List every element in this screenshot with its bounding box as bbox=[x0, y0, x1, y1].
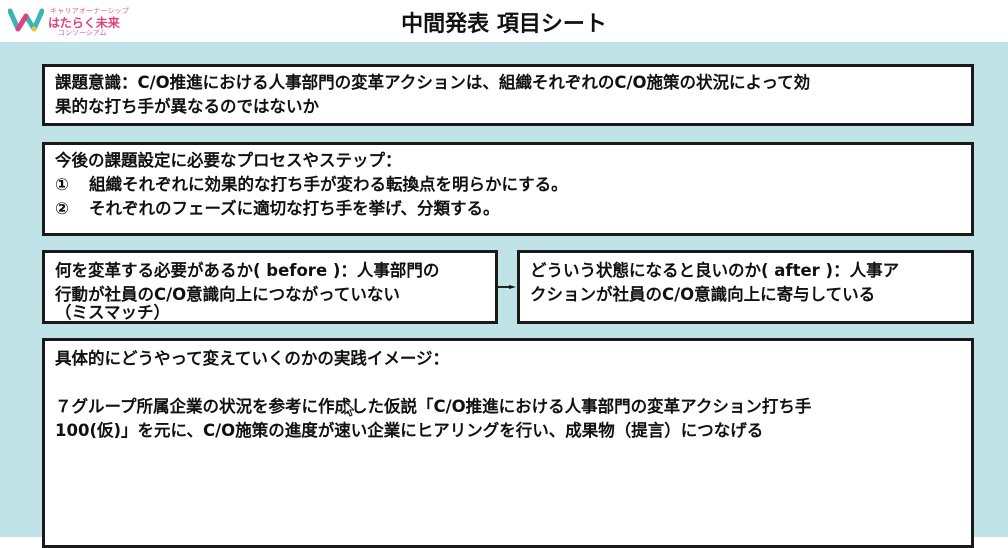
before-line-1: 何を変革する必要があるか( before )：人事部門の bbox=[55, 261, 440, 280]
process-item: ② それぞれのフェーズに適切な打ち手を挙げ、分類する。 bbox=[55, 197, 961, 221]
practice-line-1: ７グループ所属企業の状況を参考に作成した仮説「C/O推進における人事部門の変革ア… bbox=[55, 397, 812, 416]
process-item-text: それぞれのフェーズに適切な打ち手を挙げ、分類する。 bbox=[89, 199, 500, 218]
slide-title: 中間発表 項目シート bbox=[401, 12, 607, 37]
issue-line-1: 課題意識：C/O推進における人事部門の変革アクションは、組織それぞれのC/O施策… bbox=[55, 73, 811, 92]
process-item-text: 組織それぞれに効果的な打ち手が変わる転換点を明らかにする。 bbox=[89, 175, 568, 194]
logo: キャリアオーナーシップ はたらく未来 コンソーシアム bbox=[8, 6, 130, 37]
process-item-number: ② bbox=[55, 199, 69, 218]
after-box: どういう状態になると良いのか( after )：人事ア クションが社員のC/O意… bbox=[517, 250, 974, 324]
before-line-3: （ミスマッチ） bbox=[55, 303, 171, 322]
issue-awareness-box: 課題意識：C/O推進における人事部門の変革アクションは、組織それぞれのC/O施策… bbox=[42, 64, 974, 126]
after-line-2: クションが社員のC/O意識向上に寄与している bbox=[530, 285, 876, 304]
logo-main-text: はたらく未来 bbox=[48, 16, 120, 30]
before-line-2: 行動が社員のC/O意識向上につながっていない bbox=[55, 285, 400, 304]
mouse-cursor-icon bbox=[344, 401, 354, 417]
spacer bbox=[55, 371, 961, 395]
after-line-1: どういう状態になると良いのか( after )：人事ア bbox=[530, 261, 900, 280]
process-heading: 今後の課題設定に必要なプロセスやステップ： bbox=[55, 151, 402, 170]
arrow-right-icon bbox=[498, 285, 516, 289]
header: キャリアオーナーシップ はたらく未来 コンソーシアム 中間発表 項目シート bbox=[0, 0, 1008, 42]
process-steps-box: 今後の課題設定に必要なプロセスやステップ： ① 組織それぞれに効果的な打ち手が変わ… bbox=[42, 142, 974, 236]
practice-line-2: 100(仮)」を元に、C/O施策の進度が速い企業にヒアリングを行い、成果物（提言… bbox=[55, 421, 764, 440]
before-box: 何を変革する必要があるか( before )：人事部門の 行動が社員のC/O意識… bbox=[42, 250, 498, 324]
logo-sub-text: コンソーシアム bbox=[58, 29, 107, 37]
logo-w-icon bbox=[8, 8, 44, 32]
practice-image-box: 具体的にどうやって変えていくのかの実践イメージ： ７グループ所属企業の状況を参考… bbox=[42, 338, 974, 548]
process-item-number: ① bbox=[55, 175, 69, 194]
process-item: ① 組織それぞれに効果的な打ち手が変わる転換点を明らかにする。 bbox=[55, 173, 961, 197]
practice-heading: 具体的にどうやって変えていくのかの実践イメージ： bbox=[55, 349, 450, 368]
issue-line-2: 果的な打ち手が異なるのではないか bbox=[55, 97, 319, 116]
logo-small-text: キャリアオーナーシップ bbox=[50, 7, 130, 15]
